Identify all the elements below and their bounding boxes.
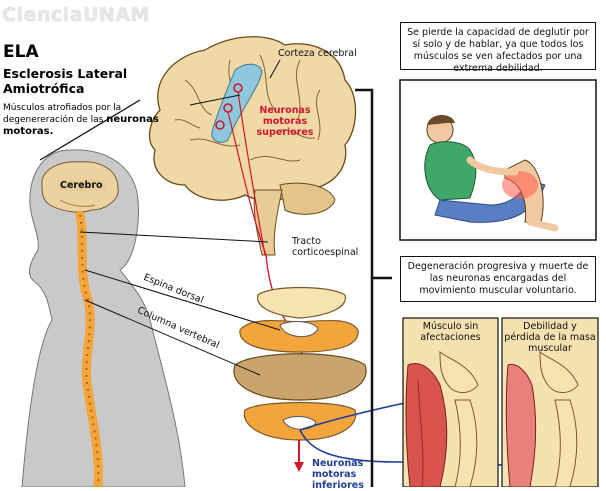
- description-prefix: Músculos atrofiados por la degenereració…: [3, 103, 122, 125]
- brand-logo: CienciaUNAM: [2, 4, 150, 26]
- muscle-weak-panel: [501, 317, 599, 487]
- vertebrae: [233, 286, 367, 441]
- muscle-healthy-panel: [402, 317, 499, 487]
- human-body-figure: [21, 149, 186, 487]
- info-box-degeneracion: Degeneración progresiva y muerte de las …: [400, 256, 596, 302]
- info-box-deglutir: Se pierde la capacidad de deglutir por s…: [400, 22, 596, 74]
- label-tracto: Tracto corticoespinal: [292, 236, 359, 258]
- body-spine: [75, 210, 103, 487]
- label-musculo-sano: Músculo sin afectaciones: [420, 321, 481, 343]
- label-neuronas-superiores: Neuronas motoras superiores: [256, 105, 314, 138]
- sitting-patient-illustration: [424, 114, 559, 232]
- large-brain: [148, 36, 357, 256]
- pointer-line: [39, 99, 141, 161]
- diagram-title: ELA: [3, 42, 39, 62]
- description-emphasis: neuronas motoras.: [3, 114, 159, 137]
- label-musculo-debil: Debilidad y pérdida de la masa muscular: [504, 321, 596, 354]
- diagram-description: Músculos atrofiados por la degenereració…: [3, 103, 163, 138]
- diagram-subtitle: Esclerosis Lateral Amiotrófica: [3, 66, 128, 96]
- label-cerebro: Cerebro: [58, 180, 105, 191]
- label-neuronas-inferiores: Neuronas motoras inferiores: [312, 458, 364, 491]
- bracket: [355, 88, 374, 487]
- label-corteza: Corteza cerebral: [278, 48, 357, 59]
